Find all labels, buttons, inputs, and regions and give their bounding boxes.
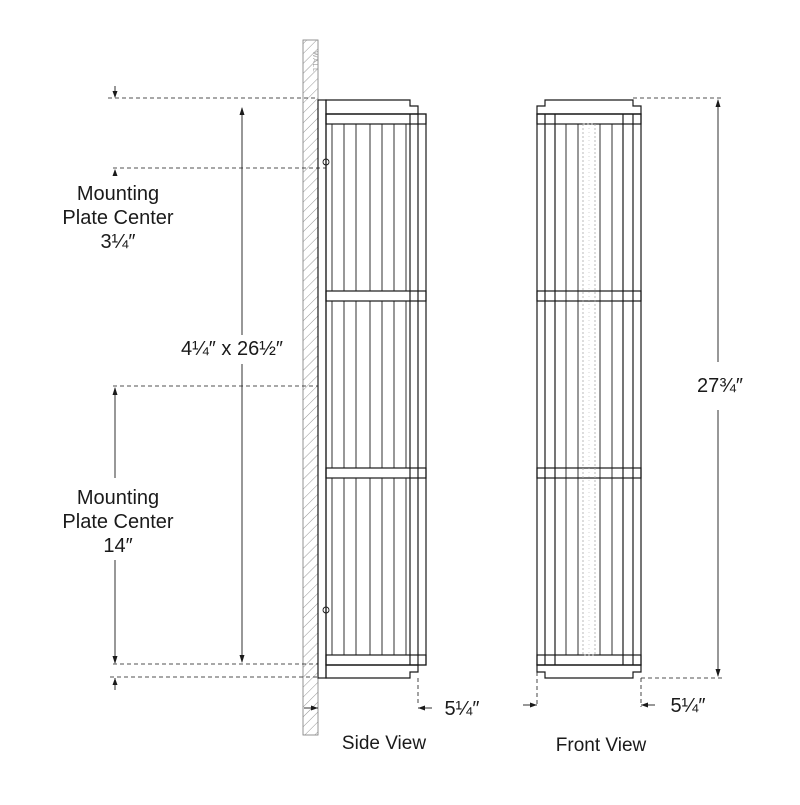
front-top-cap xyxy=(536,99,642,115)
wall-label: WALL xyxy=(311,51,318,72)
dim-backplate xyxy=(239,107,245,663)
side-glass-panels xyxy=(331,123,407,656)
front-band-top xyxy=(536,113,642,125)
side-view-caption: Side View xyxy=(342,733,426,754)
extension-lines xyxy=(108,97,722,707)
side-band-top xyxy=(325,113,427,125)
mount-bottom-value: 14″ xyxy=(103,535,132,557)
side-band-lower xyxy=(325,467,427,479)
front-width-label: 5¼″ xyxy=(671,695,706,717)
front-view-caption: Front View xyxy=(556,735,647,756)
mount-bottom-line2: Plate Center xyxy=(62,511,174,533)
backplate-size-label: 4¼″ x 26½″ xyxy=(181,338,283,360)
dim-mount-top xyxy=(112,86,118,176)
mount-bottom-line1: Mounting xyxy=(77,487,159,509)
overall-height-label: 27¾″ xyxy=(697,375,743,397)
front-band-bottom xyxy=(536,654,642,666)
wall: WALL xyxy=(302,39,319,736)
front-bottom-cap xyxy=(536,664,642,679)
mount-top-line1: Mounting xyxy=(77,183,159,205)
backplate xyxy=(317,99,327,679)
side-band-bottom xyxy=(325,654,427,666)
side-top-cap xyxy=(325,99,419,115)
center-led-strip xyxy=(582,123,596,656)
dim-overall-height xyxy=(715,99,721,677)
dim-side-depth xyxy=(304,705,432,711)
front-glass-panels xyxy=(565,124,613,655)
mount-top-line2: Plate Center xyxy=(62,207,174,229)
side-bottom-cap xyxy=(325,664,419,679)
mount-top-value: 3¼″ xyxy=(101,231,136,253)
side-depth-label: 5¼″ xyxy=(445,698,480,720)
dim-mount-bottom xyxy=(112,387,118,690)
side-view-fixture xyxy=(317,99,427,679)
dim-front-width xyxy=(523,702,655,708)
side-band-upper xyxy=(325,290,427,302)
front-view-fixture xyxy=(536,99,642,679)
